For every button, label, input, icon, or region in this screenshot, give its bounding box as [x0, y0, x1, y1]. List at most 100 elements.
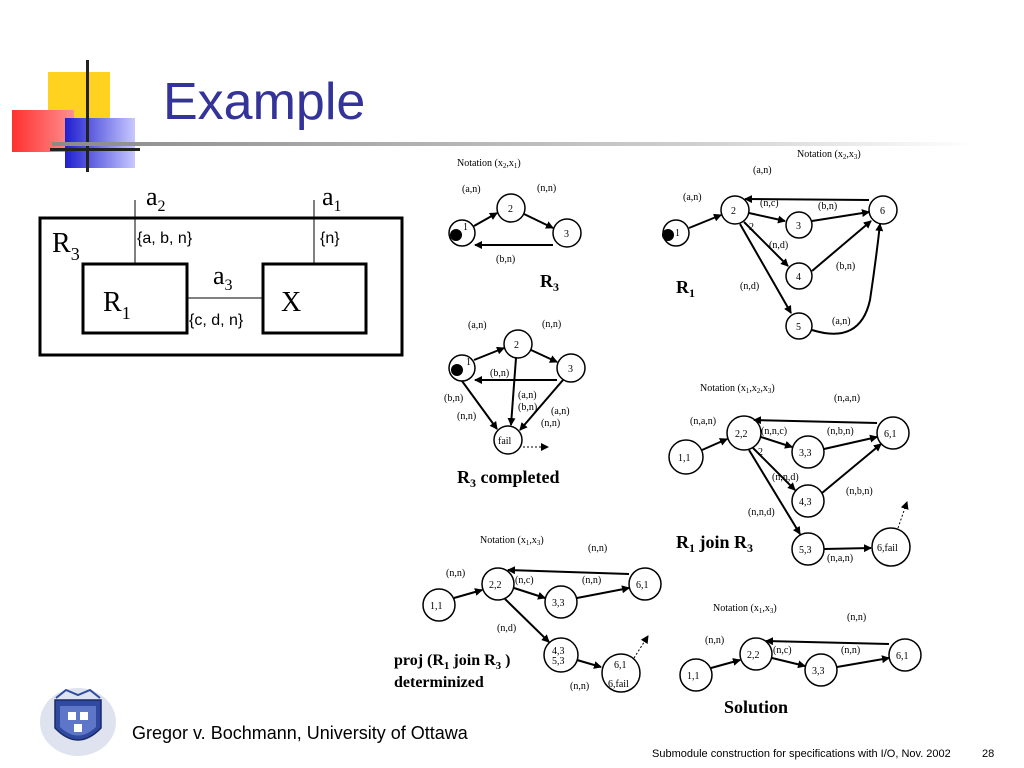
join-state-5-3-label: 5,3 — [799, 545, 812, 556]
r3c-edge-label-an-2: (a,n) — [518, 390, 537, 401]
r1-edge-label-an-1: (a,n) — [683, 192, 702, 203]
proj-edge-43-61 — [576, 659, 602, 669]
r1-edge-1-2 — [688, 213, 722, 229]
r1-state-1-label: 1 — [675, 228, 680, 239]
solution-state-1-1-label: 1,1 — [687, 671, 700, 682]
solution-state-3-3-label: 3,3 — [812, 666, 825, 677]
solution-state-2-2-label: 2,2 — [747, 650, 760, 661]
r1-state-3 — [785, 211, 813, 239]
r1-edge-3-6 — [811, 209, 870, 222]
r3c-edge-label-nn-2: (n,n) — [457, 411, 476, 422]
join-caption: R1 join R3 — [676, 532, 753, 555]
r3c-state-1-label: 1 — [466, 357, 471, 368]
r1-state-2-label: 2 — [731, 206, 736, 217]
footer-author: Gregor v. Bochmann, University of Ottawa — [132, 723, 468, 743]
proj-state-6-fail-label: 6,fail — [608, 679, 629, 690]
university-crest-logo — [40, 688, 116, 756]
inner-box-x — [261, 262, 368, 335]
page-number: 28 — [982, 748, 995, 760]
r3c-edge-label-an-3: (a,n) — [551, 406, 570, 417]
proj-diagram: Notation (x1,x3) 1,1 2,2 3,3 4,3 5,3 6,1… — [394, 535, 662, 693]
r1-edge-label-2: 2 — [749, 222, 754, 233]
join-state-3-3-label: 3,3 — [799, 448, 812, 459]
set-a3: {c, d, n} — [189, 312, 244, 329]
logo-horizontal-line — [50, 148, 140, 151]
solution-edge-label-nn-2: (n,n) — [847, 612, 866, 623]
r3c-initial-marker — [451, 364, 463, 376]
r3-state-1-label: 1 — [463, 222, 468, 233]
r1-edge-label-nd-2: (n,d) — [740, 281, 759, 292]
solution-state-3-3 — [804, 653, 838, 687]
join-state-1-1 — [668, 439, 704, 475]
join-state-6-fail-label: 6,fail — [877, 543, 898, 554]
join-state-4-3-label: 4,3 — [799, 497, 812, 508]
proj-edge-label-nn-1: (n,n) — [446, 568, 465, 579]
logo-vertical-line — [86, 60, 89, 172]
proj-edge-label-nn-3: (n,n) — [582, 575, 601, 586]
r1-edge-6-2 — [744, 195, 870, 204]
r1-edge-2-5 — [739, 223, 792, 314]
proj-state-6-1-label: 6,1 — [636, 580, 649, 591]
join-state-2-2 — [726, 415, 762, 451]
r3c-state-fail — [493, 425, 523, 455]
r3c-edge-label-bn-1: (b,n) — [490, 368, 509, 379]
join-edge-label-nnd-1: (n,n,d) — [772, 472, 799, 483]
join-state-6-1-label: 6,1 — [884, 429, 897, 440]
join-fail-continuation — [897, 501, 909, 529]
proj-state-5-3-label: 5,3 — [552, 656, 565, 667]
join-state-4-3 — [791, 484, 825, 518]
solution-notation: Notation (x1,x3) — [713, 603, 777, 615]
port-a3-label: a3 — [213, 261, 233, 294]
r3-edge-1-2 — [473, 212, 498, 227]
r3-completed-diagram: 1 2 3 fail (a,n) (n,n) (b,n) (b,n) (n,n)… — [444, 319, 586, 490]
r3c-edge-3-fail — [519, 379, 564, 431]
r3c-state-fail-label: fail — [498, 436, 512, 447]
r3c-edge-label-nn-1: (n,n) — [542, 319, 561, 330]
join-edge-label-nnd-2: (n,n,d) — [748, 507, 775, 518]
set-a1: {n} — [320, 230, 340, 247]
proj-state-2-2 — [481, 567, 515, 601]
solution-diagram: Notation (x1,x3) 1,1 2,2 3,3 6,1 (n,n) (… — [679, 603, 922, 717]
proj-state-3-3-label: 3,3 — [552, 598, 565, 609]
r3c-state-2 — [503, 329, 533, 359]
join-edge-22-33 — [760, 436, 793, 449]
r3c-state-3-label: 3 — [568, 364, 573, 375]
r3-state-2-label: 2 — [508, 204, 513, 215]
solution-caption: Solution — [724, 697, 788, 717]
inner-box-r1 — [81, 262, 189, 335]
r1-edge-2-3 — [748, 212, 786, 224]
proj-edge-label-nd: (n,d) — [497, 623, 516, 634]
outer-box-r3 — [38, 216, 404, 357]
join-edge-label-nan-3: (n,a,n) — [827, 553, 853, 564]
proj-state-2-2-label: 2,2 — [489, 580, 502, 591]
r1-edge-label-an-2: (a,n) — [753, 165, 772, 176]
r3-edge-label-an: (a,n) — [462, 184, 481, 195]
solution-edge-label-nn-3: (n,n) — [841, 645, 860, 656]
r1-edge-label-bn-2: (b,n) — [836, 261, 855, 272]
proj-edge-label-nn-4: (n,n) — [570, 681, 589, 692]
r3c-edge-label-bn-3: (b,n) — [518, 402, 537, 413]
r3c-edge-2-3 — [530, 349, 558, 363]
proj-edge-11-22 — [453, 588, 483, 599]
proj-state-6-1 — [628, 567, 662, 601]
r1-caption: R1 — [676, 277, 695, 300]
r1-edge-label-nc: (n,c) — [760, 198, 779, 209]
join-edge-22-53 — [748, 449, 801, 535]
r3c-edge-label-an-1: (a,n) — [468, 320, 487, 331]
solution-state-1-1 — [679, 658, 713, 692]
r3c-edge-label-bn-2: (b,n) — [444, 393, 463, 404]
r3c-edge-1-fail — [461, 380, 498, 430]
r3-diagram: Notation (x2,x1) 1 2 3 (a,n) (n,n) (b,n)… — [448, 158, 582, 294]
title-rule — [52, 142, 972, 146]
proj-state-1-1 — [422, 588, 456, 622]
proj-edge-33-61 — [576, 585, 630, 599]
r3c-state-2-label: 2 — [514, 340, 519, 351]
solution-edge-11-22 — [710, 658, 741, 669]
proj-edge-label-nc: (n,c) — [515, 575, 534, 586]
slide-title: Example — [163, 73, 366, 131]
join-state-1-1-label: 1,1 — [678, 453, 691, 464]
r1-edge-2-4 — [743, 221, 789, 267]
proj-state-6-1-b-label: 6,1 — [614, 660, 627, 671]
join-edge-33-61 — [823, 434, 878, 450]
